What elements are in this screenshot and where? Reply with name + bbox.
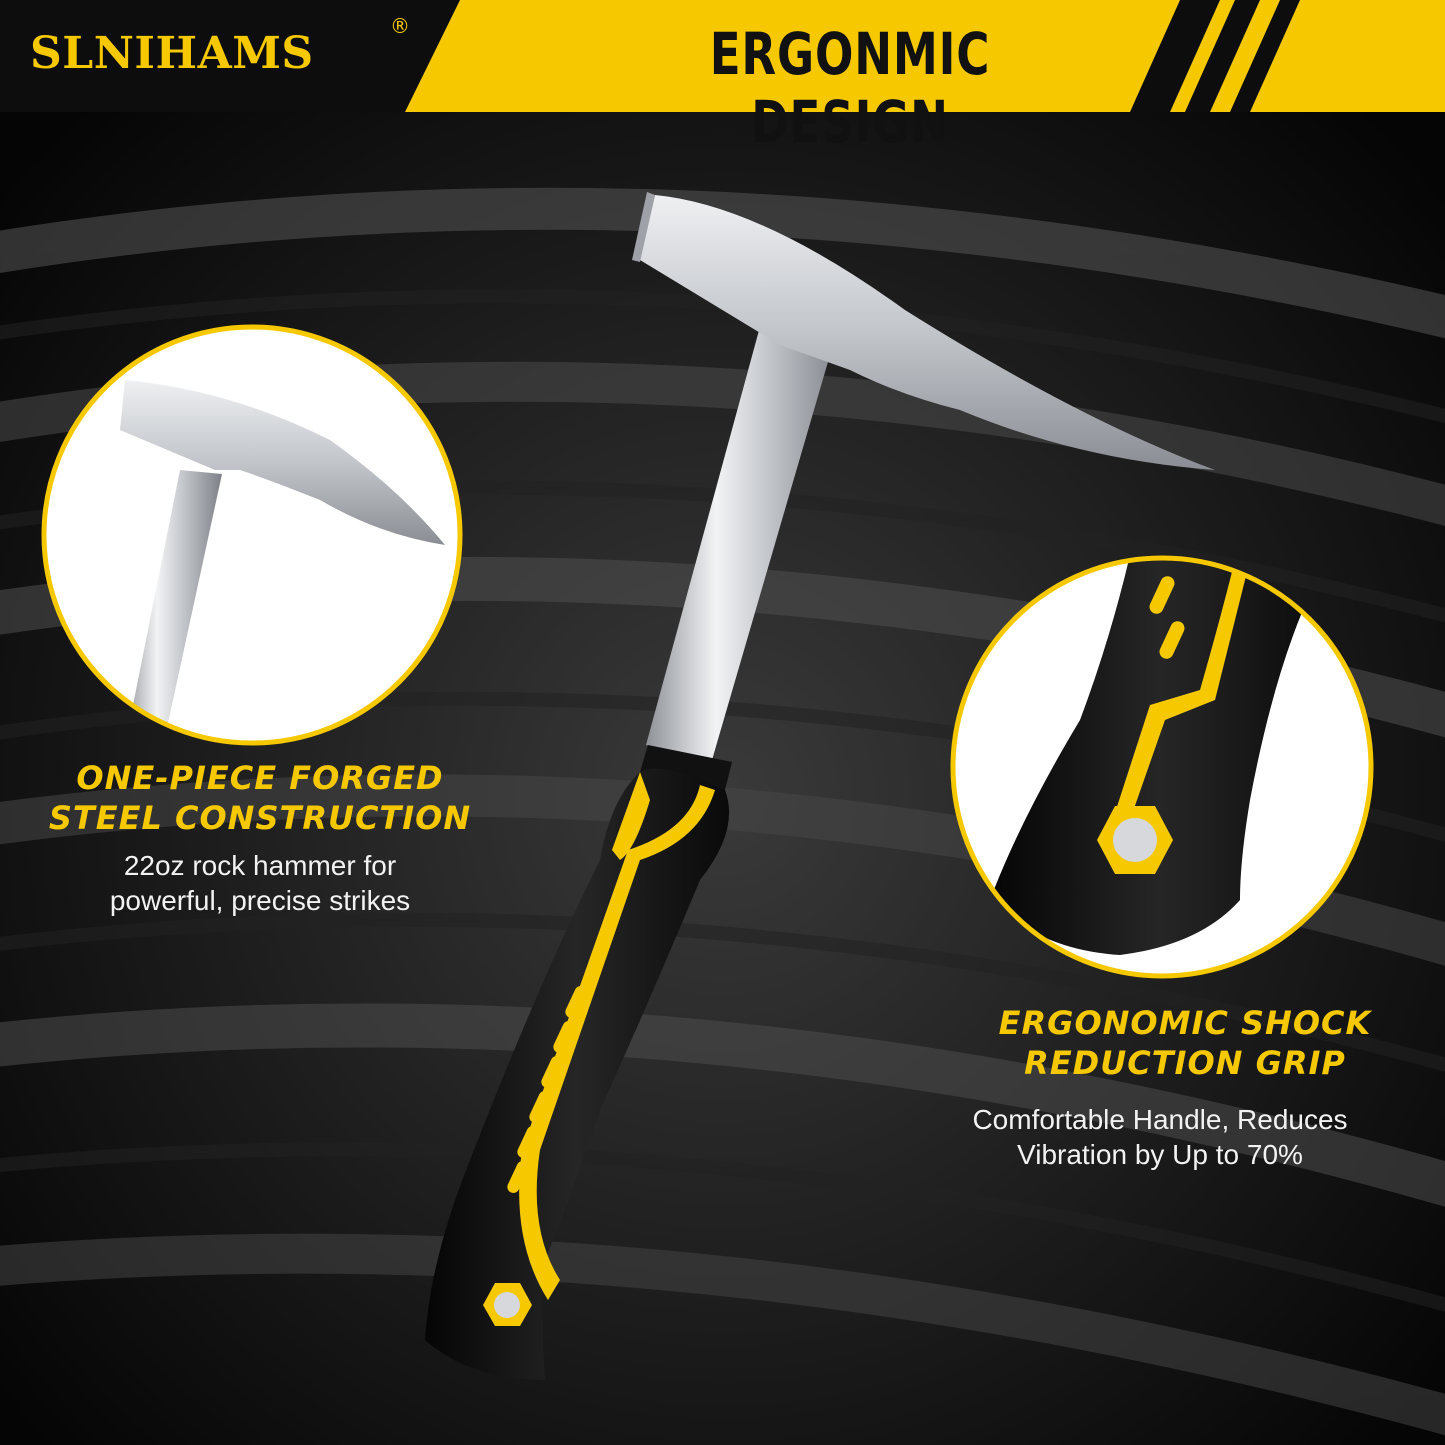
feature-text-grip: Comfortable Handle, Reduces Vibration by… — [910, 1102, 1410, 1172]
feature-text-forged-steel: 22oz rock hammer for powerful, precise s… — [40, 848, 480, 918]
hammer-head-closeup — [41, 324, 463, 746]
feature-heading-line: STEEL CONSTRUCTION — [48, 799, 472, 837]
feature-heading-forged-steel: ONE-PIECE FORGED STEEL CONSTRUCTION — [30, 758, 490, 838]
feature-text-line: Vibration by Up to 70% — [1017, 1139, 1303, 1170]
banner-title: ERGONMIC DESIGN — [709, 20, 991, 156]
feature-heading-grip: ERGONOMIC SHOCK REDUCTION GRIP — [960, 1003, 1410, 1083]
feature-text-line: powerful, precise strikes — [109, 885, 411, 916]
feature-heading-line: REDUCTION GRIP — [1024, 1044, 1346, 1082]
feature-text-line: Comfortable Handle, Reduces — [972, 1104, 1348, 1135]
registered-mark: ® — [390, 14, 410, 38]
feature-text-line: 22oz rock hammer for — [123, 850, 397, 881]
feature-heading-line: ERGONOMIC SHOCK — [998, 1004, 1372, 1042]
feature-heading-line: ONE-PIECE FORGED — [76, 759, 444, 797]
rock-hammer-icon — [425, 192, 1215, 1380]
grip-closeup — [950, 555, 1374, 979]
brand-logo: SLNIHAMS — [30, 28, 314, 79]
